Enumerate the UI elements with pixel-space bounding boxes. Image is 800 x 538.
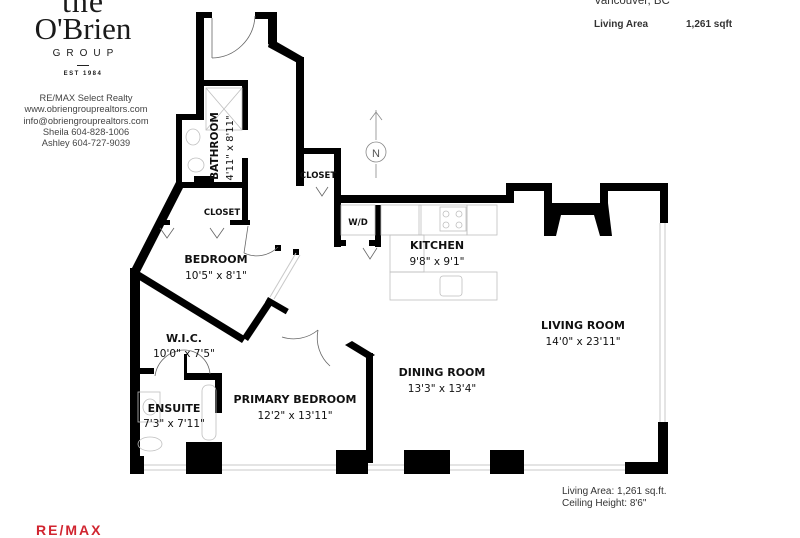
logo-group: GROUP: [52, 48, 120, 59]
fixtures: [137, 87, 498, 452]
wd-label: W/D: [348, 218, 368, 228]
brokerage-name: RE/MAX Select Realty: [39, 93, 133, 103]
wic-label: W.I.C.: [166, 332, 202, 345]
footer-ceiling-height: Ceiling Height: 8'6": [562, 497, 647, 509]
vanity-fixture: [137, 391, 161, 423]
property-location: Vancouver, BC: [594, 0, 670, 7]
primary-bedroom-label: PRIMARY BEDROOM: [234, 393, 357, 406]
agent-phone-ashley: Ashley 604-727-9039: [41, 138, 131, 149]
email-link[interactable]: info@obriengrouprealtors.com: [23, 115, 149, 126]
windows: [144, 223, 666, 471]
bedroom-dims: 10'5" x 8'1": [185, 270, 247, 282]
hall-closet-label: CLOSET: [300, 171, 337, 181]
agent-phone-sheila: Sheila 604-828-1006: [42, 126, 130, 137]
contact-block: RE/MAX Select Realty www.obriengroupreal…: [10, 93, 162, 149]
compass-label: N: [372, 148, 380, 160]
washer-dryer-fixture: [340, 204, 376, 236]
stove-fixture: [439, 206, 467, 232]
primary-bedroom-dims: 12'2" x 13'11": [257, 410, 332, 422]
living-area-label: Living Area: [594, 19, 649, 30]
footer-notes: Living Area: 1,261 sq.ft. Ceiling Height…: [562, 486, 667, 509]
dining-room-label: DINING ROOM: [399, 366, 486, 379]
shower-fixture: [205, 87, 243, 131]
wic-dims: 10'0" x 7'5": [153, 348, 215, 360]
bedroom-closet-label: CLOSET: [204, 208, 241, 218]
website-link[interactable]: www.obriengrouprealtors.com: [24, 104, 148, 115]
kitchen-label: KITCHEN: [410, 239, 464, 252]
ensuite-toilet-fixture: [137, 436, 163, 452]
toilet-fixture: [187, 157, 205, 173]
living-area-value: 1,261 sqft: [686, 19, 733, 30]
obrien-group-logo: the O'Brien GROUP EST 1984: [18, 0, 148, 77]
logo-the: the: [61, 0, 105, 19]
ensuite-label: ENSUITE: [148, 402, 201, 415]
logo-est: EST 1984: [63, 71, 103, 77]
living-area-row: Living Area 1,261 sqft: [594, 19, 732, 30]
sink-fixture: [185, 128, 201, 146]
bathroom-dims: 4'11" x 8'11": [225, 115, 236, 180]
dining-room-dims: 13'3" x 13'4": [408, 383, 476, 395]
bedroom-label: BEDROOM: [184, 253, 247, 266]
kitchen-sink-fixture: [439, 275, 463, 297]
room-labels: BATHROOM 4'11" x 8'11" CLOSET CLOSET W/D…: [143, 112, 625, 430]
property-info: Vancouver, BC Living Area 1,261 sqft: [594, 0, 732, 30]
door-swings: [154, 15, 378, 377]
living-room-label: LIVING ROOM: [541, 319, 625, 332]
north-arrow-icon: [365, 141, 387, 163]
kitchen-dims: 9'8" x 9'1": [409, 256, 464, 268]
footer-living-area: Living Area: 1,261 sq.ft.: [562, 486, 667, 497]
kitchen-island: [389, 271, 498, 301]
ensuite-dims: 7'3" x 7'11": [143, 418, 205, 430]
walls: [130, 12, 668, 474]
living-room-dims: 14'0" x 23'11": [545, 336, 620, 348]
bathtub-fixture: [201, 384, 217, 441]
remax-logo: RE/MAX: [36, 522, 103, 538]
logo-divider: [77, 65, 89, 66]
bathroom-label: BATHROOM: [209, 112, 221, 180]
logo-name: O'Brien: [34, 11, 132, 46]
